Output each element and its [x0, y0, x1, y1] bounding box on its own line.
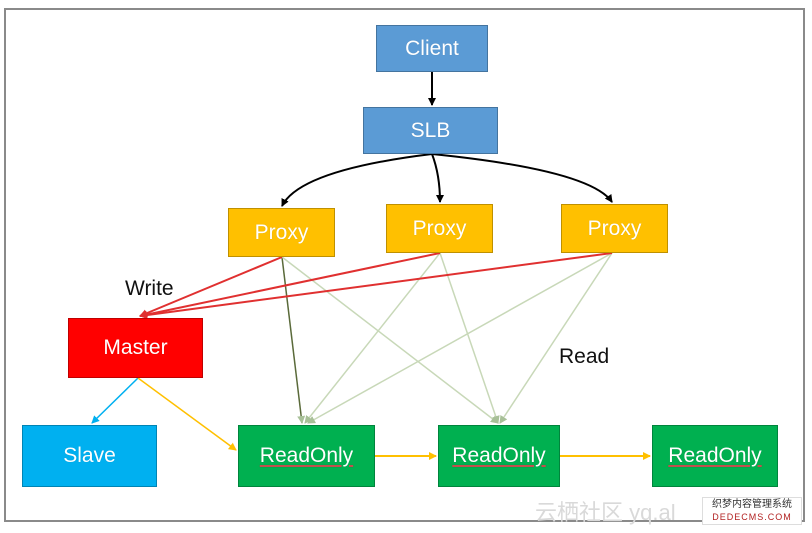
- write-label: Write: [125, 277, 174, 300]
- readonly-label: ReadOnly: [259, 444, 354, 467]
- client-label: Client: [405, 36, 459, 60]
- edge-read-p3-ro1: [307, 252, 613, 424]
- edge-slb-proxy-2: [431, 153, 444, 203]
- slb-label: SLB: [410, 118, 451, 142]
- proxy-label: Proxy: [254, 220, 309, 244]
- master-node: Master: [68, 318, 203, 378]
- proxy-node-3: Proxy: [561, 204, 668, 253]
- corner-watermark-line1: 织梦内容管理系统: [712, 499, 792, 510]
- read-label: Read: [559, 345, 610, 368]
- proxy-node-1: Proxy: [228, 208, 335, 257]
- readonly-label: ReadOnly: [668, 444, 762, 467]
- edge-master-readonly-1: [137, 377, 237, 451]
- master-label: Master: [103, 336, 168, 359]
- proxy-node-2: Proxy: [386, 204, 493, 253]
- proxy-label: Proxy: [412, 216, 467, 240]
- edge-write-p1-master: [139, 256, 283, 318]
- corner-watermark: 织梦内容管理系统 DEDECMS.COM: [702, 497, 802, 525]
- edge-read-p2-ro1: [304, 252, 441, 424]
- edge-read-p1-ro2: [281, 256, 499, 424]
- readonly-node-1: ReadOnly: [238, 425, 375, 487]
- readonly-node-2: ReadOnly: [438, 425, 560, 487]
- edge-read-p3-ro2: [499, 252, 613, 424]
- edge-read-p2-ro2: [439, 252, 500, 424]
- corner-watermark-line2: DEDECMS.COM: [712, 512, 792, 522]
- edge-write-p2-master: [139, 252, 441, 319]
- edge-slb-proxy-1: [281, 153, 433, 207]
- edge-master-slave: [91, 377, 139, 424]
- client-node: Client: [376, 25, 488, 72]
- edge-write-p3-master: [139, 252, 613, 320]
- proxy-label: Proxy: [587, 216, 642, 240]
- slb-node: SLB: [363, 107, 498, 154]
- site-watermark: 云栖社区 yq.al: [535, 500, 676, 525]
- slave-label: Slave: [63, 444, 116, 467]
- slave-node: Slave: [22, 425, 157, 487]
- edge-slb-proxy-3: [431, 153, 613, 203]
- readonly-label: ReadOnly: [452, 444, 546, 467]
- readonly-node-3: ReadOnly: [652, 425, 778, 487]
